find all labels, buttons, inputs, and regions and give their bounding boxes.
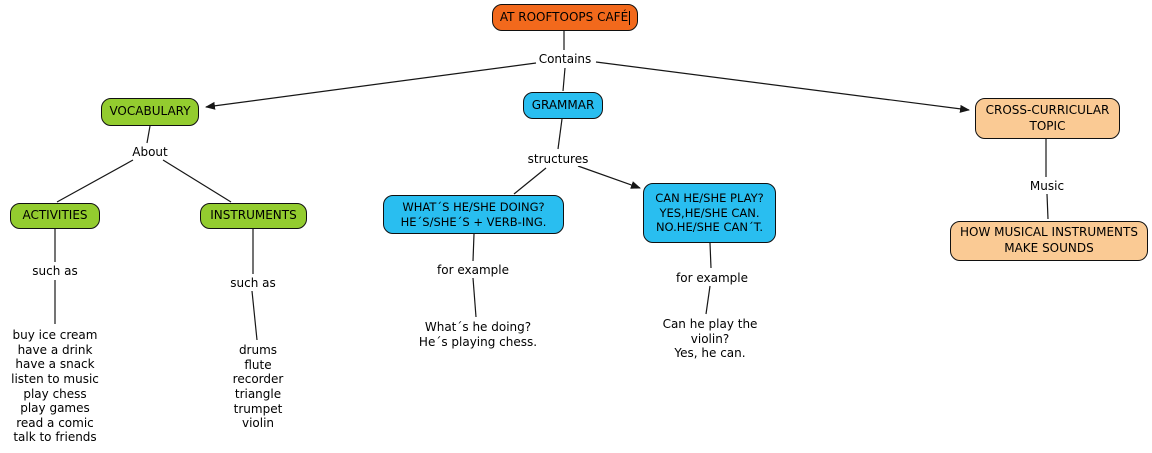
link-label-for-example-left[interactable]: for example: [435, 263, 511, 278]
link-label-contains[interactable]: Contains: [536, 52, 594, 67]
concept-can-play-label: CAN HE/SHE PLAY? YES,HE/SHE CAN. NO.HE/S…: [655, 190, 764, 235]
concept-grammar-label: GRAMMAR: [531, 97, 595, 112]
text-cursor: [629, 10, 631, 25]
concept-how-sounds[interactable]: HOW MUSICAL INSTRUMENTS MAKE SOUNDS: [950, 221, 1148, 261]
concept-grammar[interactable]: GRAMMAR: [523, 92, 603, 119]
link-label-for-example-right[interactable]: for example: [674, 271, 750, 286]
text-node-instruments-list[interactable]: drums flute recorder triangle trumpet vi…: [232, 343, 284, 431]
link-label-such-as-left[interactable]: such as: [30, 264, 80, 279]
text-node-activities-list[interactable]: buy ice cream have a drink have a snack …: [11, 328, 99, 445]
link-label-such-as-right[interactable]: such as: [228, 276, 278, 291]
concept-vocabulary[interactable]: VOCABULARY: [101, 98, 199, 126]
text-node-example-play[interactable]: Can he play the violin? Yes, he can.: [662, 317, 758, 361]
link-label-music[interactable]: Music: [1027, 179, 1067, 194]
concept-whats-doing-label: WHAT´S HE/SHE DOING? HE´S/SHE´S + VERB-I…: [400, 199, 547, 229]
text-node-example-doing[interactable]: What´s he doing? He´s playing chess.: [418, 320, 538, 349]
concept-activities-label: ACTIVITIES: [22, 208, 88, 223]
link-label-about[interactable]: About: [130, 145, 170, 160]
concept-instruments-label: INSTRUMENTS: [210, 208, 297, 223]
concept-can-play[interactable]: CAN HE/SHE PLAY? YES,HE/SHE CAN. NO.HE/S…: [643, 183, 776, 243]
concept-activities[interactable]: ACTIVITIES: [10, 203, 100, 229]
concept-how-sounds-label: HOW MUSICAL INSTRUMENTS MAKE SOUNDS: [960, 225, 1138, 255]
concept-whats-doing[interactable]: WHAT´S HE/SHE DOING? HE´S/SHE´S + VERB-I…: [383, 195, 564, 234]
concept-cross-curricular-label: CROSS-CURRICULAR TOPIC: [985, 102, 1110, 133]
concept-cross-curricular[interactable]: CROSS-CURRICULAR TOPIC: [975, 98, 1120, 139]
concept-instruments[interactable]: INSTRUMENTS: [200, 203, 307, 229]
concept-root-label: AT ROOFTOOPS CAFÉ: [499, 9, 629, 24]
concept-vocabulary-label: VOCABULARY: [109, 104, 191, 119]
concept-root[interactable]: AT ROOFTOOPS CAFÉ: [492, 4, 638, 31]
link-label-structures[interactable]: structures: [525, 152, 591, 167]
